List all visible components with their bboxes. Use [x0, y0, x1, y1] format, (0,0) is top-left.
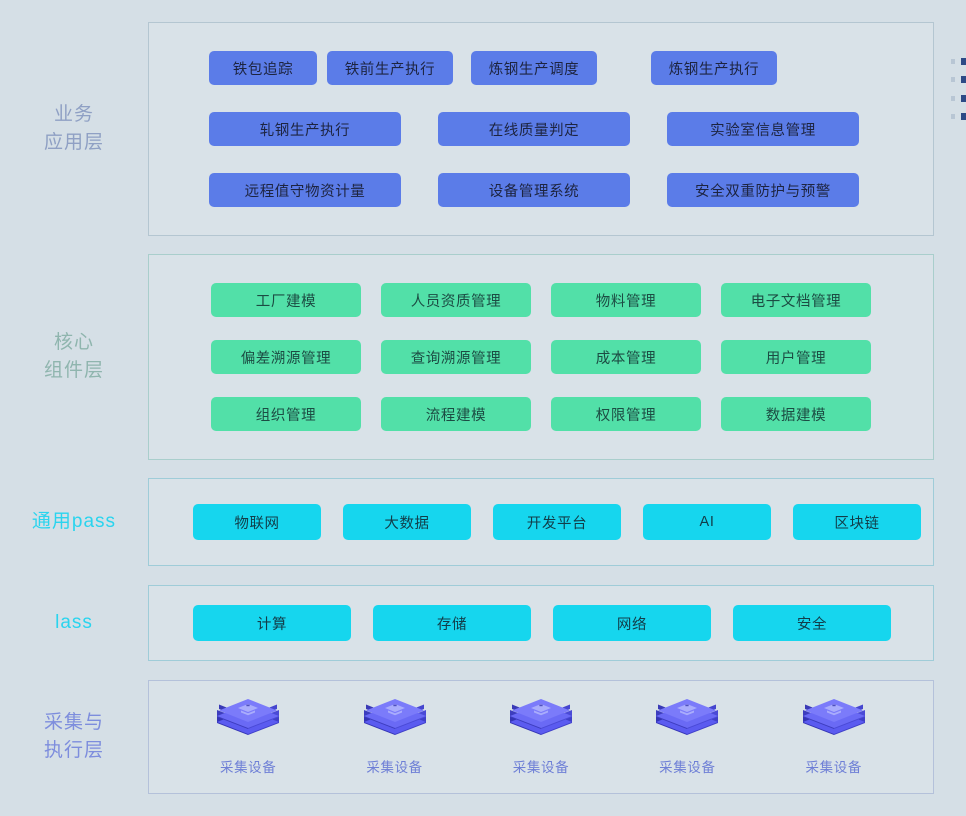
layer-general-paas: 通用pass 物联网 大数据 开发平台 AI 区块链 — [0, 478, 934, 566]
core-chip-user-management[interactable]: 用户管理 — [721, 340, 871, 374]
core-chip-electronic-document-management[interactable]: 电子文档管理 — [721, 283, 871, 317]
app-chip-steelmaking-production-scheduling[interactable]: 炼钢生产调度 — [471, 51, 597, 85]
chip-row: 偏差溯源管理 查询溯源管理 成本管理 用户管理 — [149, 340, 933, 374]
core-chip-organization-management[interactable]: 组织管理 — [211, 397, 361, 431]
decorative-square-faint — [951, 77, 955, 83]
layer-iaas: lass 计算 存储 网络 安全 — [0, 585, 934, 661]
layer-panel-core-components: 工厂建模 人员资质管理 物料管理 电子文档管理 偏差溯源管理 查询溯源管理 成本… — [148, 254, 934, 460]
layer-label-collection-execution: 采集与 执行层 — [43, 712, 104, 761]
decorative-square — [960, 112, 966, 120]
app-chip-equipment-management-system[interactable]: 设备管理系统 — [438, 173, 630, 207]
device-label: 采集设备 — [366, 760, 423, 775]
app-chip-remote-material-metering[interactable]: 远程值守物资计量 — [209, 173, 401, 207]
decorative-dot-row — [950, 112, 966, 120]
device-label: 采集设备 — [805, 760, 862, 775]
core-chip-permission-management[interactable]: 权限管理 — [551, 397, 701, 431]
stacked-chip-icon — [360, 698, 430, 750]
layer-panel-business-application: 铁包追踪 铁前生产执行 炼钢生产调度 炼钢生产执行 轧钢生产执行 在线质量判定 … — [148, 22, 934, 236]
stacked-chip-icon — [799, 698, 869, 750]
app-chip-steelmaking-production-execution[interactable]: 炼钢生产执行 — [651, 51, 777, 85]
device-label: 采集设备 — [219, 760, 277, 775]
chip-row: 计算 存储 网络 安全 — [149, 605, 933, 641]
layer-label-general-paas: 通用pass — [31, 511, 117, 533]
paas-chip-big-data[interactable]: 大数据 — [343, 504, 471, 540]
layer-collection-execution: 采集与 执行层 — [0, 680, 934, 794]
chip-row: 远程值守物资计量 设备管理系统 安全双重防护与预警 — [149, 173, 933, 207]
stacked-chip-icon — [652, 698, 722, 750]
app-chip-rolling-production-execution[interactable]: 轧钢生产执行 — [209, 112, 401, 146]
iaas-chip-network[interactable]: 网络 — [553, 605, 711, 641]
device-row: 采集设备 — [149, 692, 933, 782]
chip-row: 物联网 大数据 开发平台 AI 区块链 — [149, 504, 933, 540]
core-chip-personnel-qualification-management[interactable]: 人员资质管理 — [381, 283, 531, 317]
decorative-square-faint — [951, 113, 955, 119]
core-chip-query-traceability-management[interactable]: 查询溯源管理 — [381, 340, 531, 374]
list-item[interactable]: 采集设备 — [485, 698, 597, 776]
device-label: 采集设备 — [512, 760, 570, 775]
layer-label-iaas: lass — [55, 612, 93, 634]
app-chip-iron-ladle-tracking[interactable]: 铁包追踪 — [209, 51, 317, 85]
list-item[interactable]: 采集设备 — [631, 698, 743, 776]
paas-chip-iot[interactable]: 物联网 — [193, 504, 321, 540]
list-item[interactable]: 采集设备 — [778, 698, 890, 776]
decorative-dot-pattern — [950, 58, 966, 120]
stacked-chip-icon — [506, 698, 576, 750]
decorative-dot-row — [950, 94, 966, 102]
core-chip-process-modeling[interactable]: 流程建模 — [381, 397, 531, 431]
layer-business-application: 业务 应用层 铁包追踪 铁前生产执行 炼钢生产调度 炼钢生产执行 轧钢生产执行 … — [0, 22, 934, 236]
core-chip-deviation-traceability-management[interactable]: 偏差溯源管理 — [211, 340, 361, 374]
decorative-square — [960, 76, 966, 84]
app-chip-online-quality-judgment[interactable]: 在线质量判定 — [438, 112, 630, 146]
decorative-dot-row — [950, 58, 966, 65]
core-chip-data-modeling[interactable]: 数据建模 — [721, 397, 871, 431]
layer-panel-iaas: 计算 存储 网络 安全 — [148, 585, 934, 661]
iaas-chip-compute[interactable]: 计算 — [193, 605, 351, 641]
app-chip-safety-dual-prevention-warning[interactable]: 安全双重防护与预警 — [667, 173, 859, 207]
decorative-square — [960, 58, 966, 65]
list-item[interactable]: 采集设备 — [192, 698, 304, 776]
core-chip-factory-modeling[interactable]: 工厂建模 — [211, 283, 361, 317]
chip-row: 轧钢生产执行 在线质量判定 实验室信息管理 — [149, 112, 933, 146]
core-chip-material-management[interactable]: 物料管理 — [551, 283, 701, 317]
layer-core-components: 核心 组件层 工厂建模 人员资质管理 物料管理 电子文档管理 偏差溯源管理 查询… — [0, 254, 934, 460]
chip-row: 工厂建模 人员资质管理 物料管理 电子文档管理 — [149, 283, 933, 317]
list-item[interactable]: 采集设备 — [339, 698, 451, 776]
decorative-square-faint — [951, 95, 955, 101]
iaas-chip-storage[interactable]: 存储 — [373, 605, 531, 641]
paas-chip-ai[interactable]: AI — [643, 504, 771, 540]
layer-panel-collection-execution: 采集设备 — [148, 680, 934, 794]
paas-chip-development-platform[interactable]: 开发平台 — [493, 504, 621, 540]
decorative-dot-row — [950, 76, 966, 84]
layer-label-core-components: 核心 组件层 — [43, 332, 104, 381]
core-chip-cost-management[interactable]: 成本管理 — [551, 340, 701, 374]
chip-row: 铁包追踪 铁前生产执行 炼钢生产调度 炼钢生产执行 — [149, 51, 933, 85]
paas-chip-blockchain[interactable]: 区块链 — [793, 504, 921, 540]
iaas-chip-security[interactable]: 安全 — [733, 605, 891, 641]
stacked-chip-icon — [213, 698, 283, 750]
layer-panel-general-paas: 物联网 大数据 开发平台 AI 区块链 — [148, 478, 934, 566]
app-chip-pre-iron-production-execution[interactable]: 铁前生产执行 — [327, 51, 453, 85]
layer-label-business-application: 业务 应用层 — [43, 104, 104, 153]
decorative-square — [960, 94, 966, 102]
device-label: 采集设备 — [659, 760, 716, 775]
decorative-square-faint — [951, 59, 955, 64]
app-chip-laboratory-information-management[interactable]: 实验室信息管理 — [667, 112, 859, 146]
chip-row: 组织管理 流程建模 权限管理 数据建模 — [149, 397, 933, 431]
